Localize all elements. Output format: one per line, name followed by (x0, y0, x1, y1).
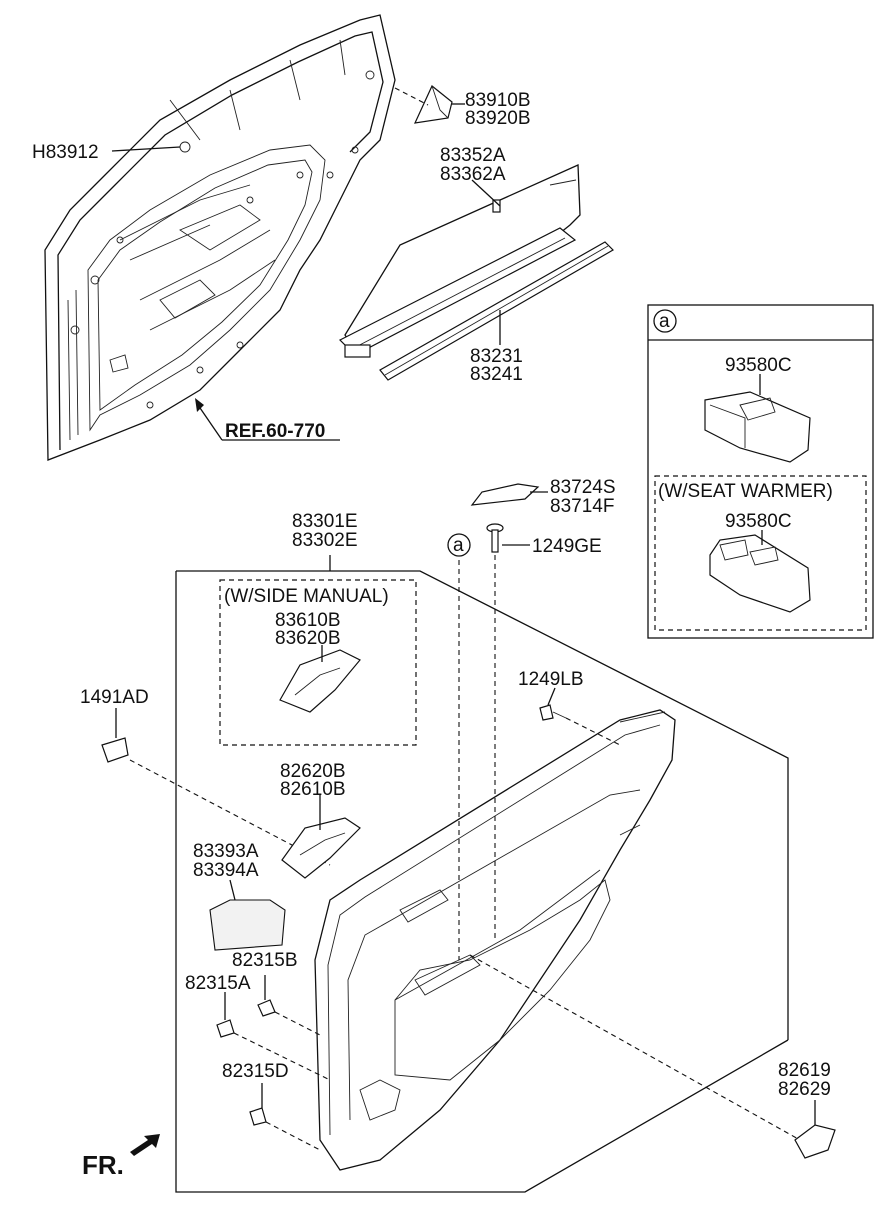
label-83610b: 83610B (275, 610, 341, 631)
corner-trim-part (413, 85, 453, 124)
label-83302e: 83302E (292, 530, 358, 551)
inside-handle-side-manual (279, 649, 361, 713)
label-1249lb: 1249LB (518, 669, 584, 690)
label-h83912: H83912 (32, 142, 99, 163)
label-83301e: 83301E (292, 511, 358, 532)
label-83352a: 83352A (440, 145, 506, 166)
label-83231: 83231 (470, 346, 523, 367)
clip-82619 (794, 1124, 836, 1159)
label-side-manual: (W/SIDE MANUAL) (224, 586, 389, 607)
label-93580c-1: 93580C (725, 355, 792, 376)
label-83620b: 83620B (275, 628, 341, 649)
clip-82315d (249, 1107, 267, 1126)
label-83241: 83241 (470, 364, 523, 385)
label-82315a: 82315A (185, 973, 251, 994)
label-83714f: 83714F (550, 496, 614, 517)
label-82620b: 82620B (280, 761, 346, 782)
label-83393a: 83393A (193, 841, 259, 862)
label-ref: REF.60-770 (225, 421, 325, 442)
label-1491ad: 1491AD (80, 687, 149, 708)
power-window-switch (704, 391, 811, 463)
bolt-1249lb (539, 704, 567, 721)
power-window-switch-seat-warmer (709, 534, 811, 613)
label-83920b: 83920B (465, 108, 531, 129)
label-82315d: 82315D (222, 1061, 289, 1082)
clip-82315b (257, 999, 276, 1017)
label-82315b: 82315B (232, 950, 298, 971)
door-trim-panel (314, 709, 676, 1171)
label-fr: FR. (82, 1150, 124, 1180)
label-83724s: 83724S (550, 477, 616, 498)
inset-switch-box (647, 304, 874, 639)
label-83394a: 83394A (193, 860, 259, 881)
label-83910b: 83910B (465, 90, 531, 111)
screw-1249ge (486, 523, 504, 553)
label-1249ge: 1249GE (532, 536, 602, 557)
label-82619: 82619 (778, 1060, 831, 1081)
inset-a-label: a (659, 311, 670, 332)
clip-1491ad (101, 737, 129, 763)
inside-handle (281, 817, 361, 879)
circle-a-main: a (453, 535, 464, 556)
glass-run-channel (338, 227, 614, 381)
label-83362a: 83362A (440, 164, 506, 185)
label-82629: 82629 (778, 1079, 831, 1100)
clip-82315a (216, 1019, 235, 1038)
label-82610b: 82610B (280, 779, 346, 800)
label-seat-warmer: (W/SEAT WARMER) (658, 481, 833, 502)
door-frame-panel (44, 14, 396, 461)
label-93580c-2: 93580C (725, 511, 792, 532)
